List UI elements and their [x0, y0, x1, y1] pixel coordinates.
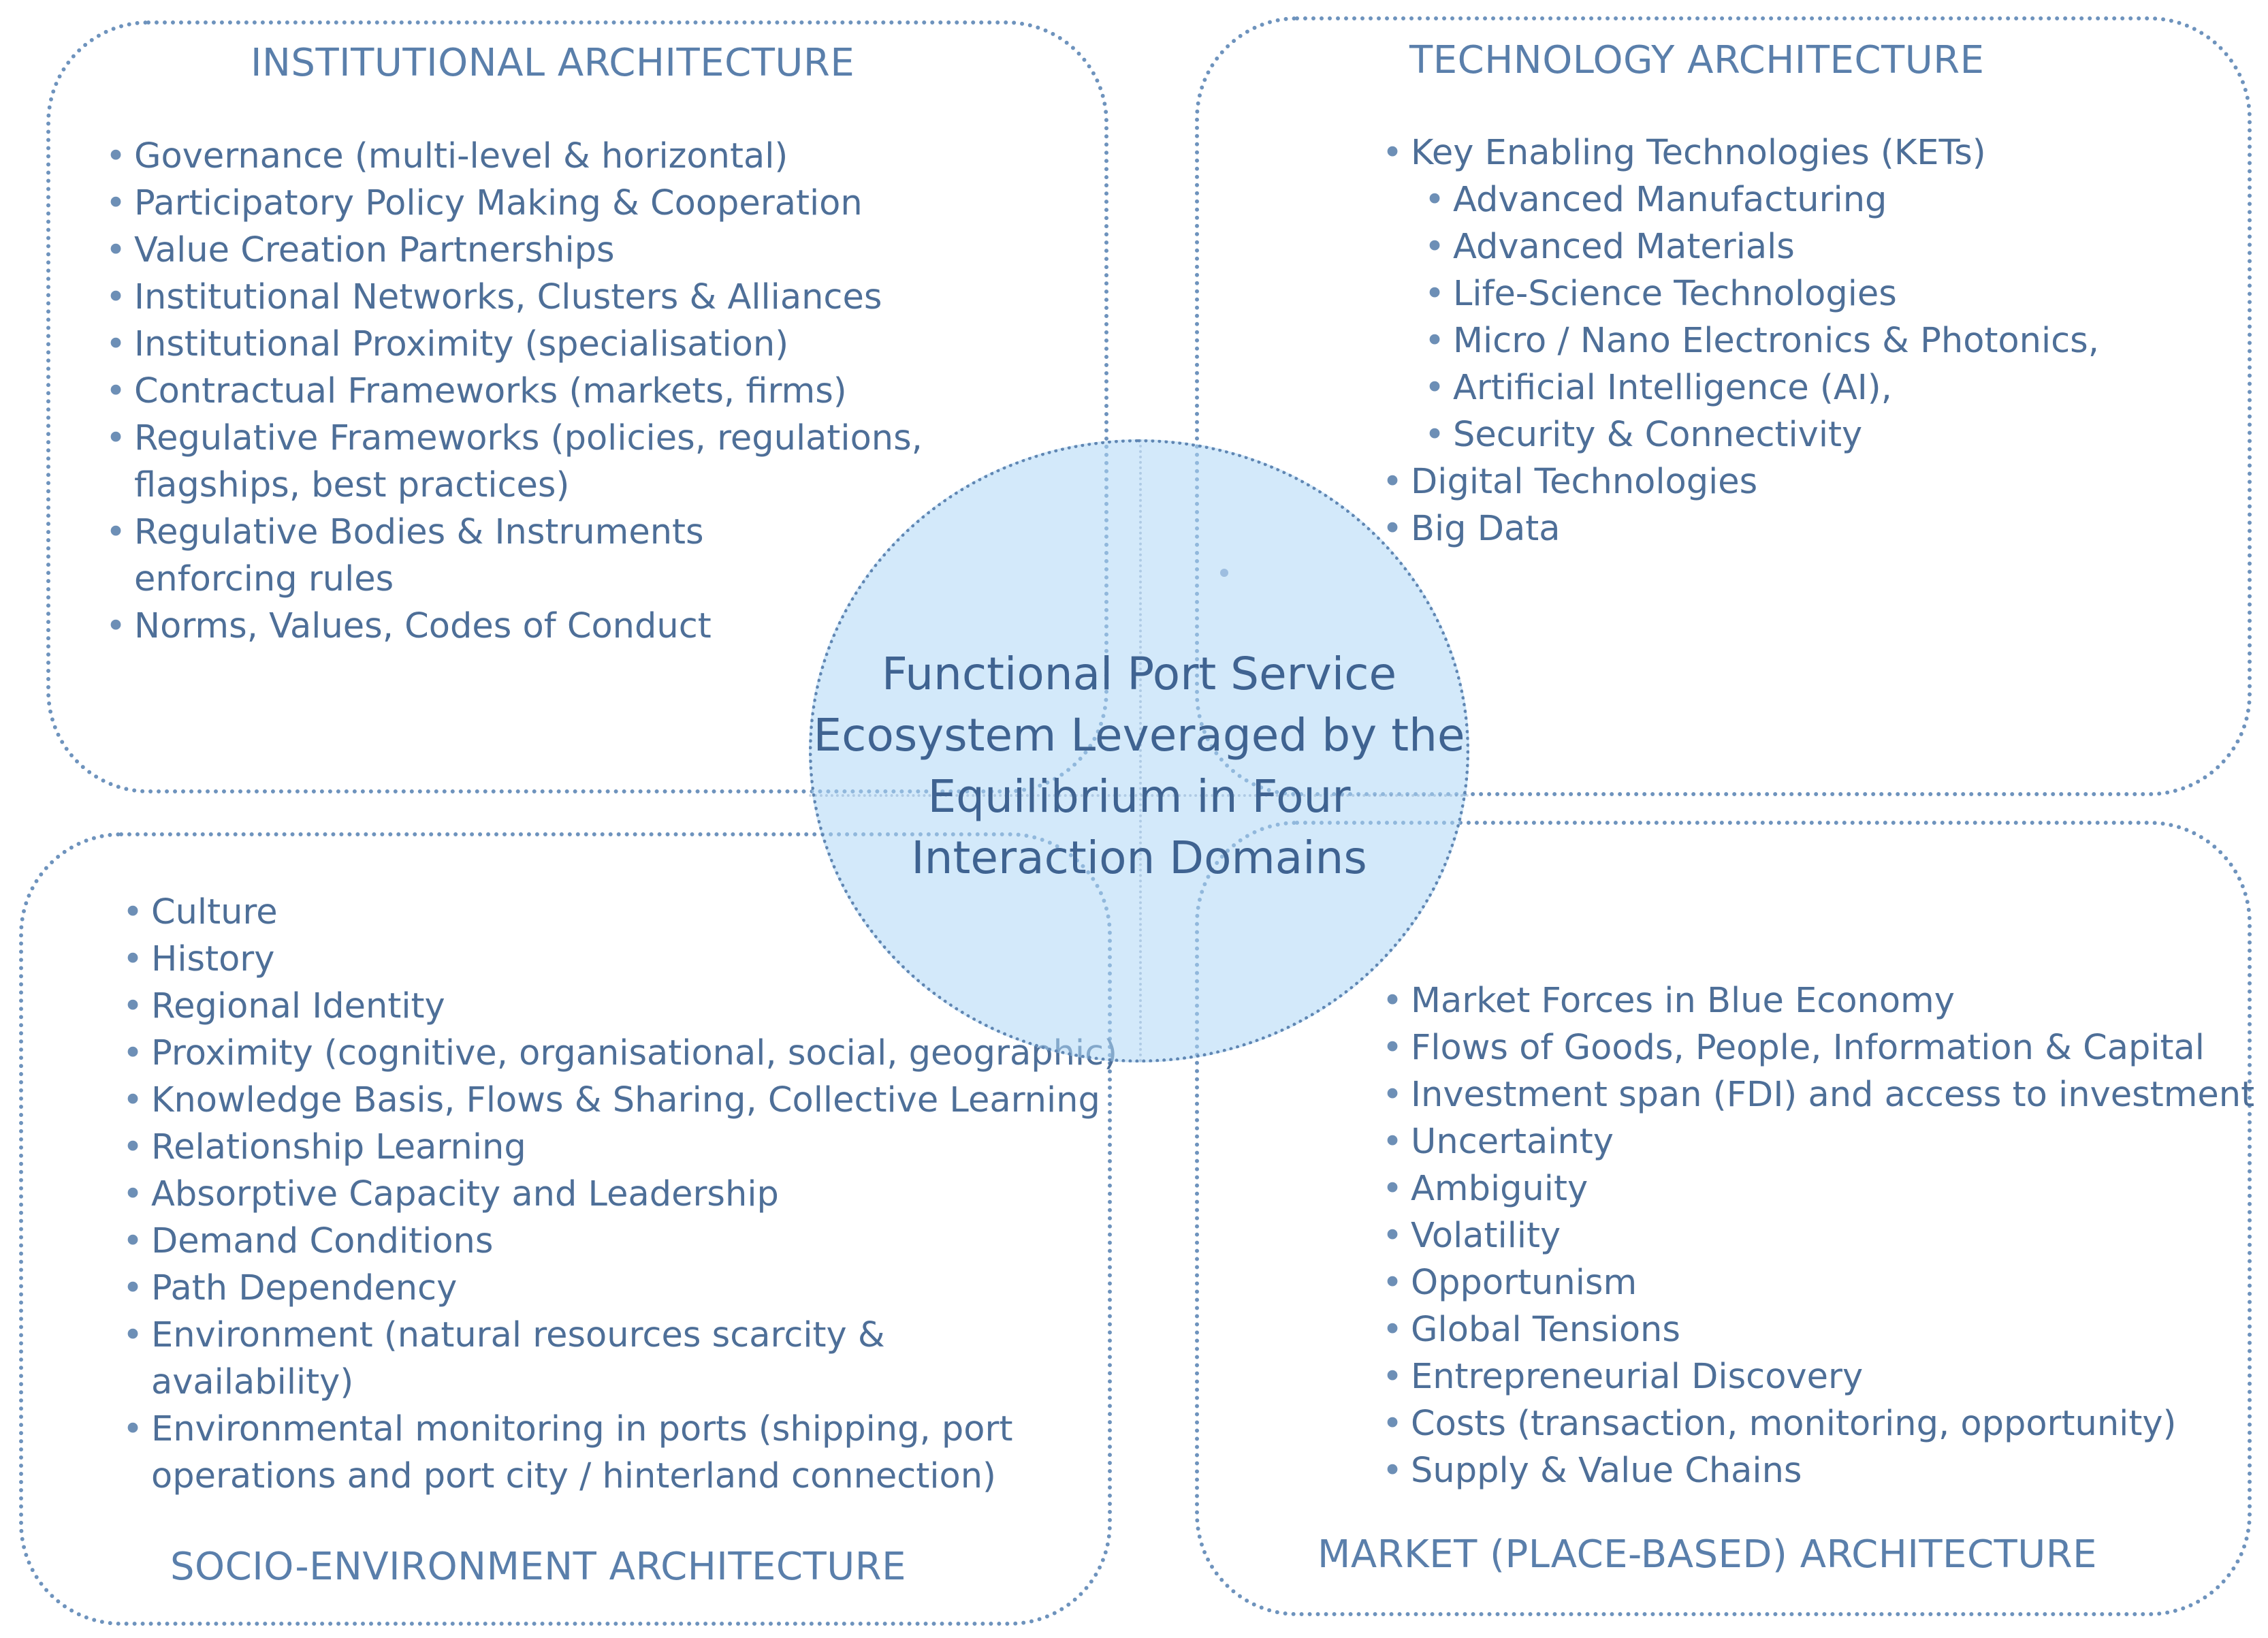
center-title-line: Interaction Domains: [911, 832, 1367, 884]
circle-horizontal-divider: [809, 794, 1469, 800]
socio-environment-architecture-title: SOCIO-ENVIRONMENT ARCHITECTURE: [170, 1545, 906, 1589]
circle-vertical-divider: [1139, 439, 1145, 1062]
institutional-architecture-title: INSTITUTIONAL ARCHITECTURE: [251, 41, 855, 85]
list-item: Culture: [123, 889, 1117, 936]
list-item: Governance (multi-level & horizontal): [106, 133, 923, 180]
list-item: Norms, Values, Codes of Conduct: [106, 603, 923, 650]
center-title-line: Ecosystem Leveraged by the: [813, 709, 1465, 761]
list-item: Regulative Bodies & Instruments enforcin…: [106, 509, 923, 603]
list-subitem: Advanced Manufacturing: [1424, 176, 2099, 223]
market-list: Market Forces in Blue Economy Flows of G…: [1382, 977, 2254, 1494]
list-item: Environment (natural resources scarcity …: [123, 1312, 1117, 1406]
technology-architecture-title: TECHNOLOGY ARCHITECTURE: [1409, 38, 1985, 82]
center-title: Functional Port Service Ecosystem Levera…: [810, 644, 1468, 889]
list-item: Institutional Networks, Clusters & Allia…: [106, 274, 923, 321]
list-subitem: Micro / Nano Electronics & Photonics,: [1424, 317, 2099, 364]
center-title-line: Functional Port Service: [881, 648, 1397, 700]
list-item: Digital Technologies: [1382, 458, 2099, 505]
center-ecosystem-circle: [809, 439, 1469, 1062]
list-item: Costs (transaction, monitoring, opportun…: [1382, 1400, 2254, 1447]
list-item: Regional Identity: [123, 983, 1117, 1030]
list-item: Market Forces in Blue Economy: [1382, 977, 2254, 1024]
list-item: Big Data: [1382, 505, 2099, 552]
list-item: History: [123, 936, 1117, 983]
list-subitem: Life-Science Technologies: [1424, 270, 2099, 317]
list-item: Entrepreneurial Discovery: [1382, 1353, 2254, 1400]
center-marker-dot: [1220, 569, 1228, 577]
list-item: Knowledge Basis, Flows & Sharing, Collec…: [123, 1077, 1117, 1124]
list-item: Environmental monitoring in ports (shipp…: [123, 1406, 1117, 1500]
market-architecture-title: MARKET (PLACE-BASED) ARCHITECTURE: [1317, 1532, 2098, 1577]
list-item: Supply & Value Chains: [1382, 1447, 2254, 1494]
list-subitem: Advanced Materials: [1424, 223, 2099, 270]
list-item: Regulative Frameworks (policies, regulat…: [106, 415, 923, 509]
list-item: Proximity (cognitive, organisational, so…: [123, 1030, 1117, 1077]
list-item: Institutional Proximity (specialisation): [106, 321, 923, 368]
list-subitem: Artificial Intelligence (AI),: [1424, 364, 2099, 411]
list-subitem: Security & Connectivity: [1424, 411, 2099, 458]
list-item: Volatility: [1382, 1212, 2254, 1259]
list-item: Ambiguity: [1382, 1165, 2254, 1212]
socio-environment-list: Culture History Regional Identity Proxim…: [123, 889, 1117, 1500]
list-item: Flows of Goods, People, Information & Ca…: [1382, 1024, 2254, 1071]
list-item: Contractual Frameworks (markets, firms): [106, 368, 923, 415]
list-item: Uncertainty: [1382, 1118, 2254, 1165]
list-item: Value Creation Partnerships: [106, 227, 923, 274]
list-item: Participatory Policy Making & Cooperatio…: [106, 180, 923, 227]
list-item: Investment span (FDI) and access to inve…: [1382, 1071, 2254, 1118]
center-title-line: Equilibrium in Four: [927, 770, 1351, 823]
list-item: Global Tensions: [1382, 1306, 2254, 1353]
institutional-architecture-panel: [46, 20, 1108, 793]
list-item: Demand Conditions: [123, 1218, 1117, 1265]
list-item: Absorptive Capacity and Leadership: [123, 1171, 1117, 1218]
list-item: Opportunism: [1382, 1259, 2254, 1306]
institutional-list: Governance (multi-level & horizontal) Pa…: [106, 133, 923, 650]
list-item: Relationship Learning: [123, 1124, 1117, 1171]
technology-architecture-panel: [1195, 16, 2252, 796]
list-item: Key Enabling Technologies (KETs): [1382, 129, 2099, 176]
technology-list: Key Enabling Technologies (KETs) Advance…: [1382, 129, 2099, 552]
list-item: Path Dependency: [123, 1265, 1117, 1312]
